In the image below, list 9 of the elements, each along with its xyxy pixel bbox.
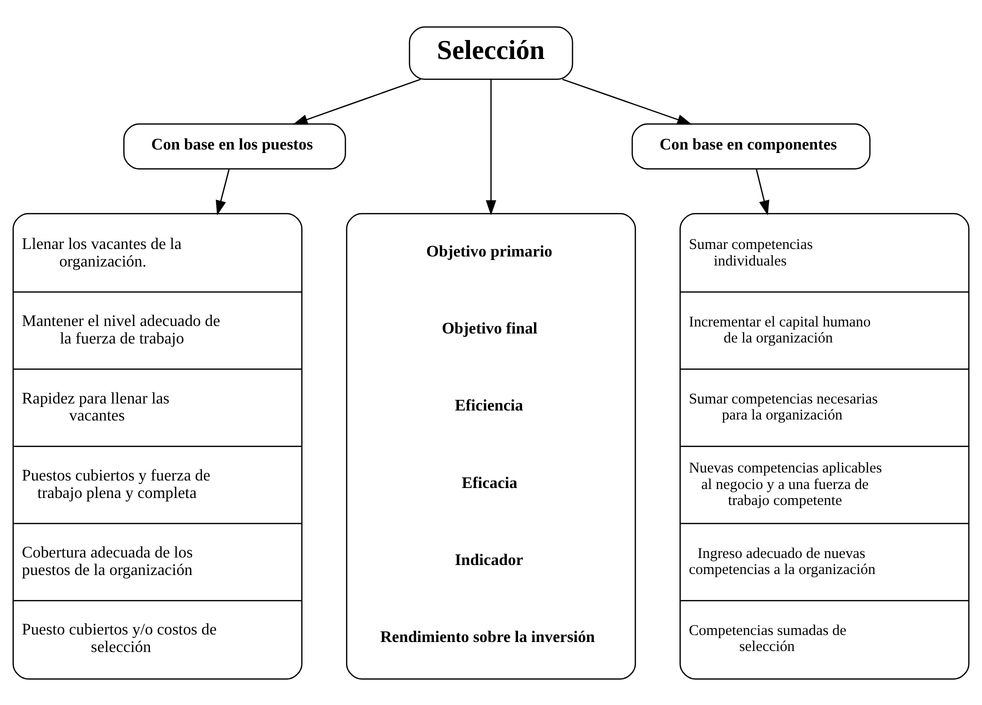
- arrow: [756, 168, 770, 215]
- node-box: Con base en componentes: [632, 122, 871, 169]
- arrow: [216, 168, 230, 215]
- arrow: [486, 78, 496, 215]
- arrow: [292, 78, 421, 124]
- arrow: [562, 78, 692, 124]
- node-box: Selección: [408, 26, 574, 80]
- node-box: Con base en los puestos: [123, 122, 346, 169]
- node-box: Objetivo primario Objetivo final Eficiencia Eficacia Indicador Rendimiento sobre la inversión: [346, 212, 636, 680]
